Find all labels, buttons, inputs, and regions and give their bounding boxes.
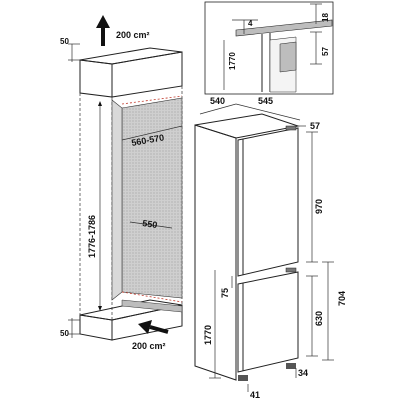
vent-arrow-top: [96, 15, 110, 46]
dim-depths: [199, 103, 306, 127]
dim-niche-height: [98, 101, 102, 311]
dim-niche-width-line: [121, 125, 183, 141]
niche-depth-label: 550: [142, 218, 158, 230]
mid-gap-label: 75: [220, 288, 230, 298]
dim-bottom-gap: [68, 318, 80, 338]
detail-4-label: 4: [248, 19, 253, 28]
detail-18-label: 18: [321, 13, 330, 22]
detail-inset: [204, 1, 334, 95]
vent-bottom-label: 200 cm²: [132, 341, 166, 351]
dim-bottom: [247, 368, 297, 392]
foot-offset-label: 34: [298, 368, 308, 378]
upper-door-label: 970: [314, 199, 324, 214]
niche-height-label: 1776-1786: [87, 215, 97, 258]
door-depth-label: 540: [210, 96, 225, 106]
lower-door-label: 630: [314, 311, 324, 326]
door-offset-label: 57: [310, 121, 320, 131]
total-height-label: 1770: [203, 325, 213, 345]
lower-section-label: 704: [337, 291, 347, 306]
detail-1770-label: 1770: [228, 52, 237, 70]
dim-right-column: [306, 131, 334, 361]
dim-left-column: [209, 270, 233, 379]
vent-arrow-bottom: [138, 320, 169, 334]
foot-height-label: 41: [250, 390, 260, 400]
niche-cabinet: [79, 47, 183, 341]
detail-57-label: 57: [321, 47, 330, 56]
appliance-depth-label: 545: [258, 96, 273, 106]
top-gap-label: 50: [60, 37, 69, 46]
dim-top-gap: [68, 43, 80, 62]
vent-top-label: 200 cm²: [116, 30, 150, 40]
dim-niche-depth-line: [129, 221, 173, 229]
bottom-gap-label: 50: [60, 329, 69, 338]
